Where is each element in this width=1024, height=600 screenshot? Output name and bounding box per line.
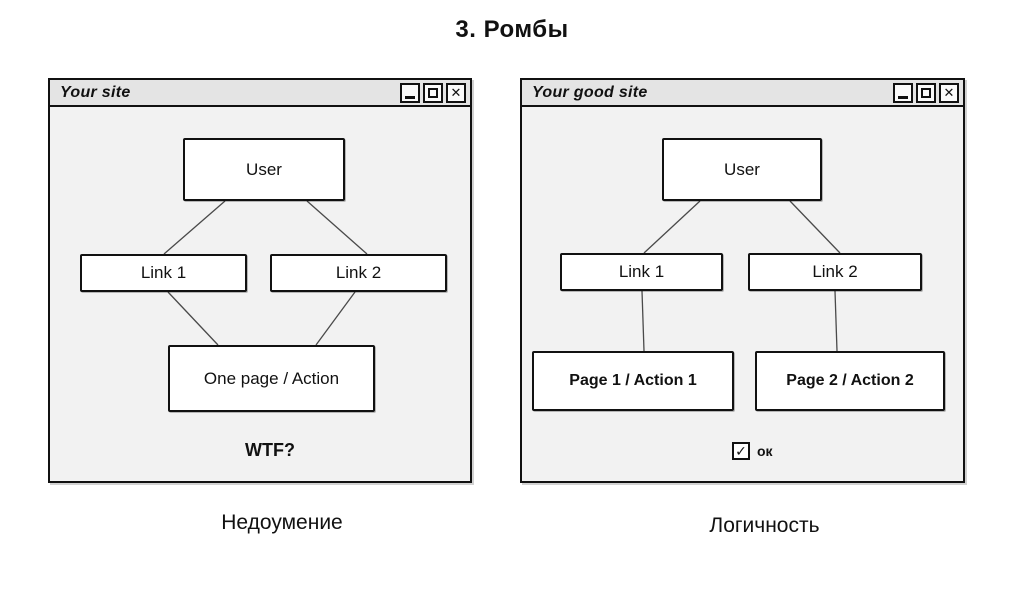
right-window-caption: Логичность bbox=[709, 514, 820, 537]
connector-lines bbox=[163, 200, 368, 346]
node-user: User bbox=[662, 138, 822, 201]
node-link1: Link 1 bbox=[80, 254, 247, 292]
ok-checkbox[interactable]: ✓ bbox=[732, 442, 750, 460]
right-window-content: User Link 1 Link 2 Page 1 / Action 1 Pag… bbox=[522, 107, 963, 481]
node-page2-action2: Page 2 / Action 2 bbox=[755, 351, 945, 411]
left-window-caption: Недоумение bbox=[221, 511, 343, 534]
node-page1-action1: Page 1 / Action 1 bbox=[532, 351, 734, 411]
page-title: 3. Ромбы bbox=[455, 16, 569, 43]
minimize-icon bbox=[405, 95, 415, 99]
ok-checkbox-row: ✓ ок bbox=[732, 442, 773, 460]
maximize-button[interactable] bbox=[916, 82, 936, 103]
left-window-content: User Link 1 Link 2 One page / Action WTF… bbox=[50, 107, 470, 481]
check-icon: ✓ bbox=[735, 443, 747, 459]
minimize-button[interactable] bbox=[400, 82, 420, 103]
left-window: Your site ✕ User Link 1 Link 2 One page … bbox=[48, 78, 472, 483]
right-window-titlebar[interactable]: Your good site ✕ bbox=[522, 80, 963, 107]
right-window: Your good site ✕ User Link 1 Link 2 Page… bbox=[520, 78, 965, 483]
left-window-titlebar[interactable]: Your site ✕ bbox=[50, 80, 470, 107]
node-one-page-action: One page / Action bbox=[168, 345, 375, 412]
close-button[interactable]: ✕ bbox=[939, 82, 959, 103]
close-button[interactable]: ✕ bbox=[446, 82, 466, 103]
minimize-icon bbox=[898, 95, 908, 99]
maximize-icon bbox=[921, 87, 931, 98]
node-link2: Link 2 bbox=[748, 253, 922, 291]
right-window-title: Your good site bbox=[532, 83, 648, 101]
maximize-icon bbox=[428, 87, 438, 98]
node-link1: Link 1 bbox=[560, 253, 723, 291]
connector-lines bbox=[641, 200, 841, 352]
maximize-button[interactable] bbox=[423, 82, 443, 103]
close-icon: ✕ bbox=[450, 85, 462, 100]
wtf-note: WTF? bbox=[245, 440, 295, 460]
minimize-button[interactable] bbox=[893, 82, 913, 103]
close-icon: ✕ bbox=[943, 85, 955, 100]
node-link2: Link 2 bbox=[270, 254, 447, 292]
ok-checkbox-label: ок bbox=[757, 443, 773, 459]
left-window-title: Your site bbox=[60, 83, 131, 101]
node-user: User bbox=[183, 138, 345, 201]
